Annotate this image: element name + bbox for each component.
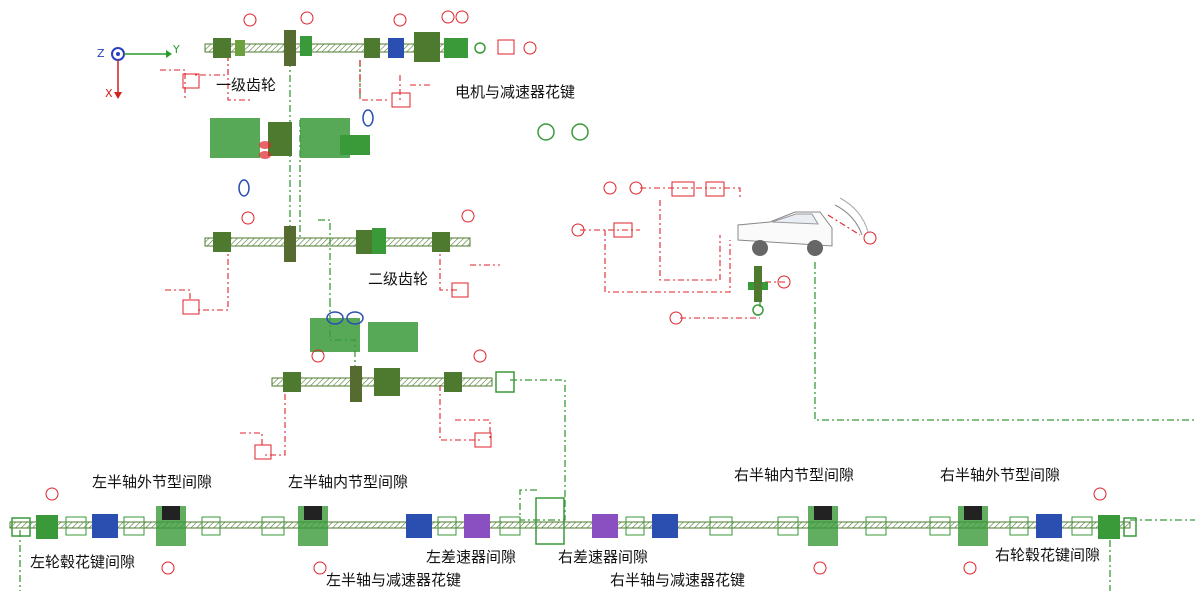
label-motor-reducer-spline: 电机与减速器花键 [455,85,575,100]
signal-connections [160,55,860,455]
label-right-halfshaft-reducer-spline: 右半轴与减速器花键 [610,573,745,588]
axis-y-label: Y [173,44,180,55]
axis-x-label: X [105,88,113,99]
coordinate-triad-icon [112,48,172,99]
label-second-gear: 二级齿轮 [368,272,428,287]
mechanical-connections [20,60,1195,591]
axis-z-label: Z [97,48,105,59]
label-first-gear: 一级齿轮 [216,78,276,93]
label-left-halfshaft-reducer-spline: 左半轴与减速器花键 [326,573,461,588]
shafts [10,44,1130,528]
label-left-outer-cv-gap: 左半轴外节型间隙 [92,475,212,490]
vehicle-icon [738,198,868,315]
label-right-outer-cv-gap: 右半轴外节型间隙 [940,468,1060,483]
label-left-inner-cv-gap: 左半轴内节型间隙 [288,475,408,490]
label-right-hub-spline-gap: 右轮毂花键间隙 [995,548,1100,563]
label-right-inner-cv-gap: 右半轴内节型间隙 [734,468,854,483]
label-left-hub-spline-gap: 左轮毂花键间隙 [30,555,135,570]
label-right-diff-gap: 右差速器间隙 [558,550,648,565]
label-left-diff-gap: 左差速器间隙 [426,550,516,565]
